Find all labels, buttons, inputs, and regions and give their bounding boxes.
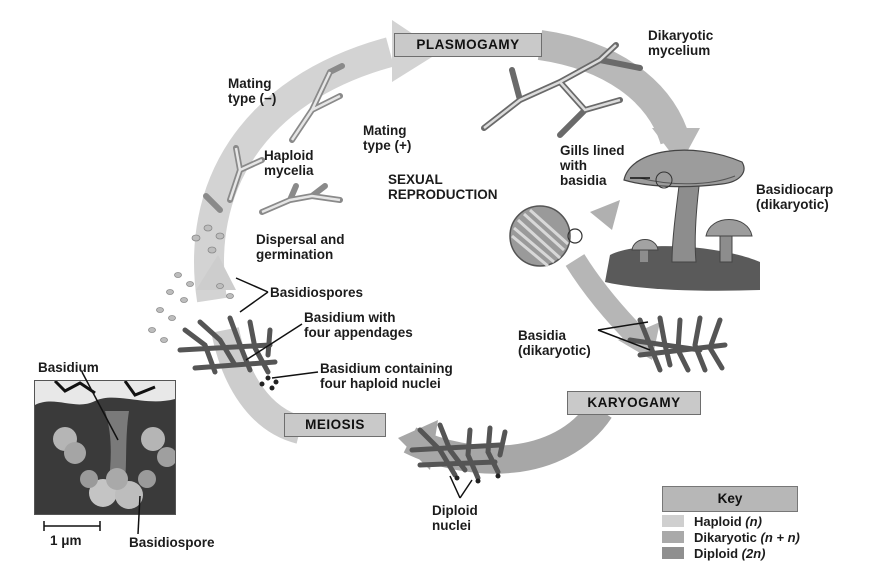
haploid-swatch <box>662 515 684 527</box>
basidium-leader <box>82 372 118 440</box>
key-row-haploid: Haploid (n) <box>662 515 762 529</box>
micro-basidiospore-label: Basidiospore <box>129 535 215 550</box>
diploid-swatch <box>662 547 684 559</box>
key-diploid-label: Diploid <box>694 546 738 561</box>
key-dikaryotic-suffix: (n + n) <box>761 530 800 545</box>
dikaryotic-swatch <box>662 531 684 543</box>
key-row-dikaryotic: Dikaryotic (n + n) <box>662 531 800 545</box>
basidiospore-leader <box>138 496 140 534</box>
key-row-diploid: Diploid (2n) <box>662 547 766 561</box>
key-title: Key <box>662 486 798 512</box>
scale-bar-line <box>44 521 100 531</box>
key-haploid-label: Haploid <box>694 514 742 529</box>
key-diploid-suffix: (2n) <box>742 546 766 561</box>
key-haploid-suffix: (n) <box>745 514 762 529</box>
scale-bar-label: 1 μm <box>50 533 82 548</box>
micro-basidium-label: Basidium <box>38 360 99 375</box>
key-dikaryotic-label: Dikaryotic <box>694 530 757 545</box>
